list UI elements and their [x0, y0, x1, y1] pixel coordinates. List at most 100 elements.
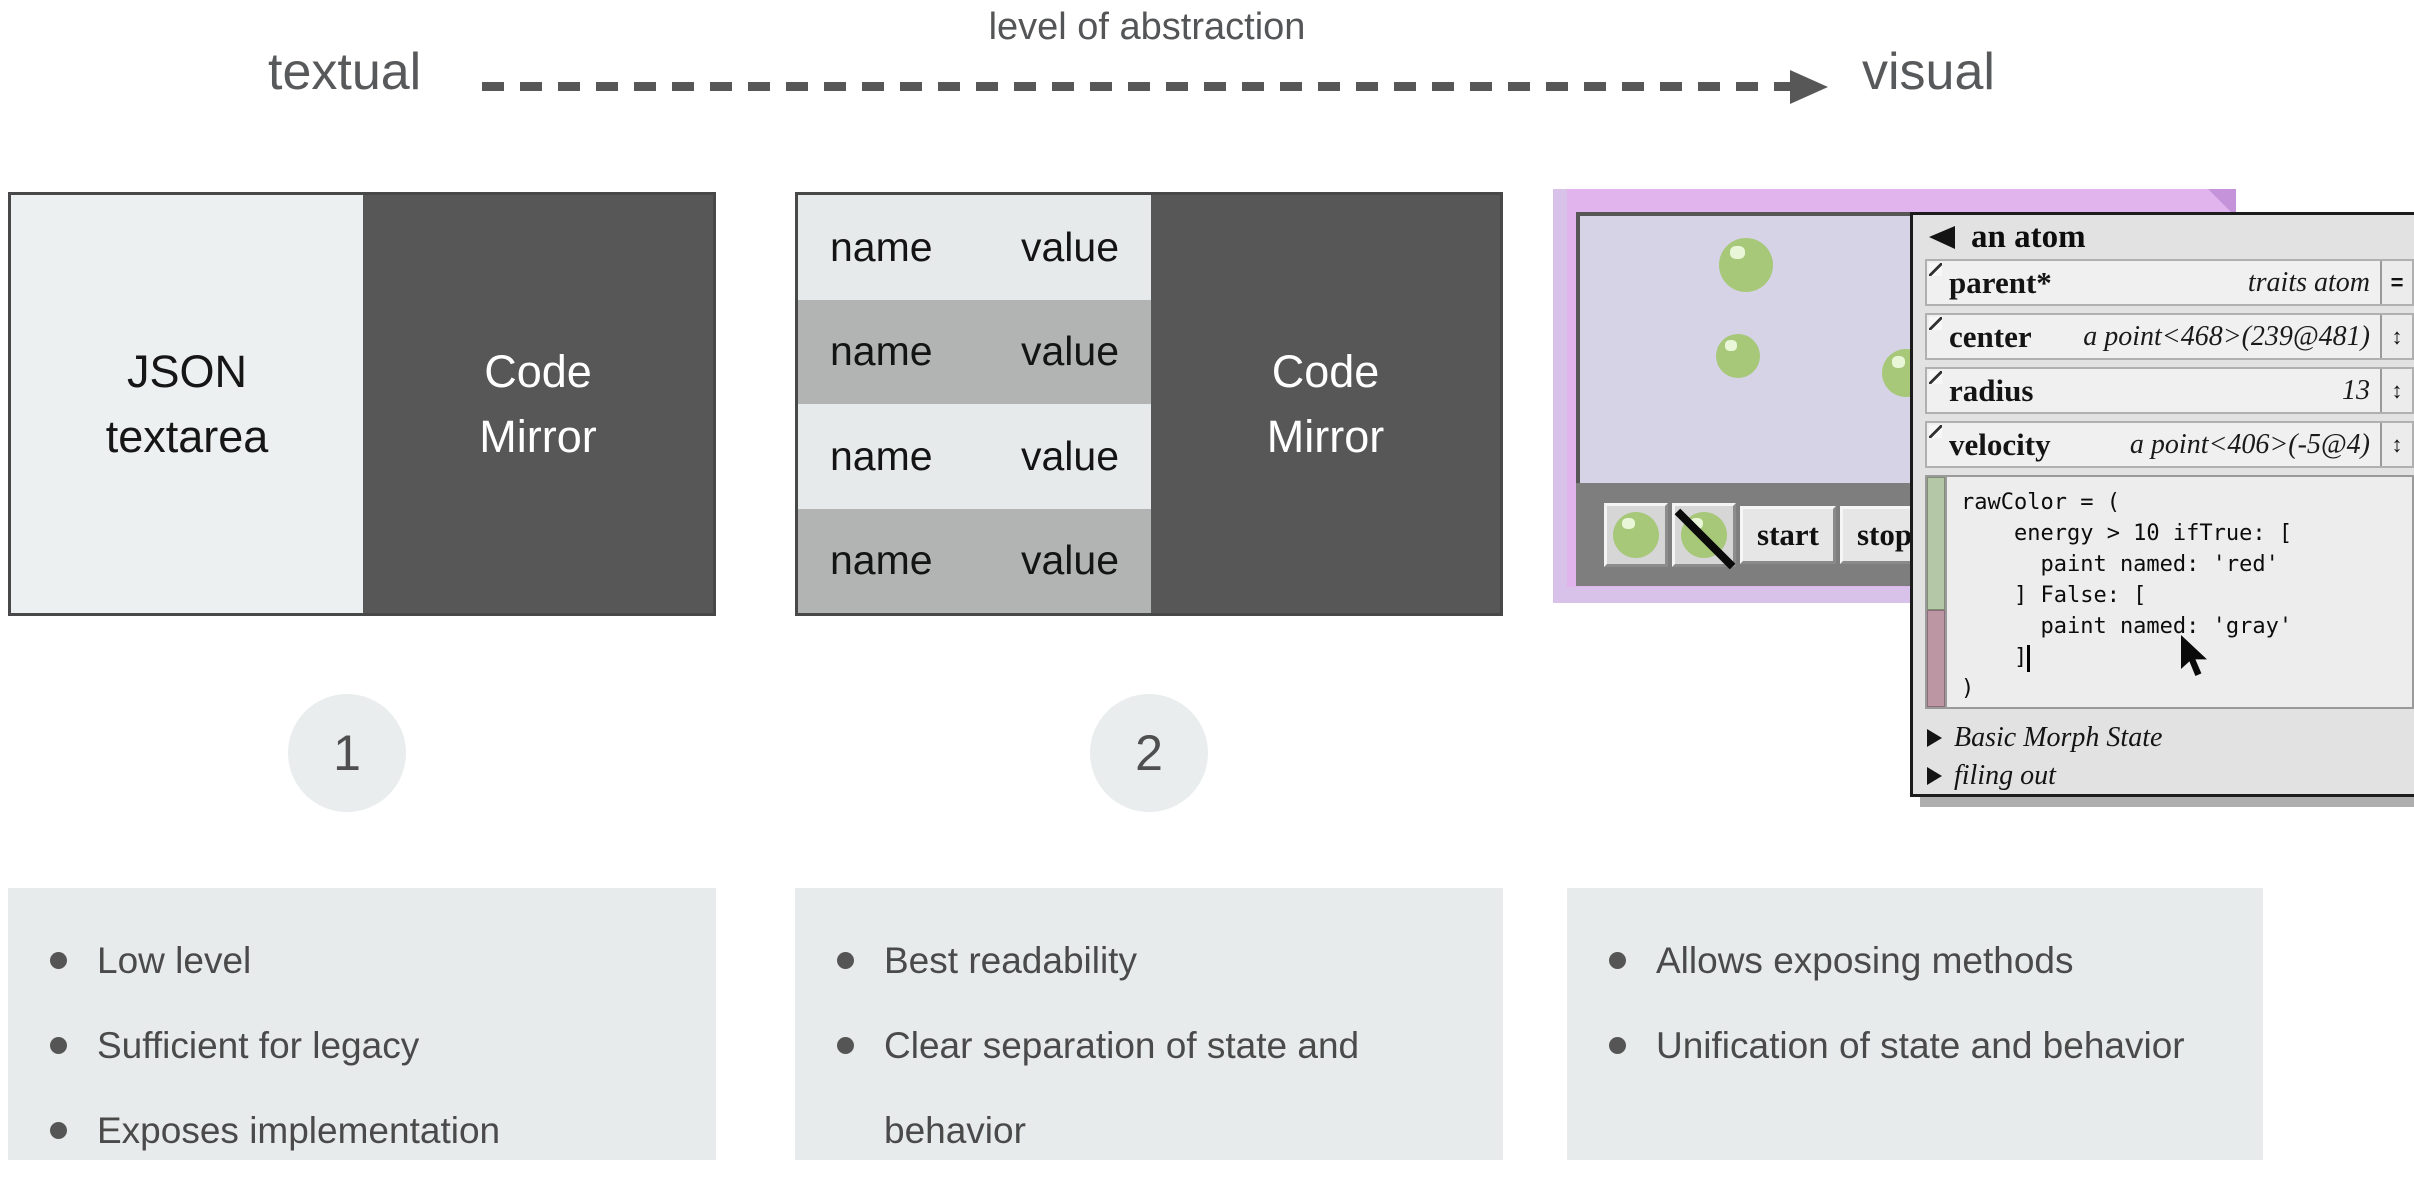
codemirror-label-2: Code Mirror [1266, 345, 1385, 462]
name-value-table: name value name value name value name va… [798, 195, 1151, 613]
atom-inspector-window: an atom parent* traits atom = center a p… [1910, 212, 2414, 797]
codemirror-label-1: Code Mirror [479, 345, 597, 462]
atom-highlight [1690, 517, 1704, 530]
expand-triangle-icon [1927, 767, 1942, 785]
list-item: Unification of state and behavior [1609, 1003, 2263, 1088]
option2-diagram: name value name value name value name va… [795, 192, 1503, 616]
slot-name: parent* [1949, 264, 2052, 300]
inspector-row-parent[interactable]: parent* traits atom = [1925, 259, 2414, 306]
section-label: Basic Morph State [1954, 722, 2163, 753]
bullet-text: Sufficient for legacy [97, 1025, 420, 1066]
bullet-icon [50, 1122, 67, 1139]
bullet-text: Allows exposing methods [1656, 940, 2074, 981]
cell-value: value [1020, 537, 1119, 584]
bullet-text: Unification of state and behavior [1656, 1025, 2185, 1066]
flag-icon [1929, 225, 1955, 249]
text-caret [2027, 645, 2030, 672]
inspector-title: an atom [1971, 218, 2086, 255]
table-row: name value [798, 508, 1151, 613]
option2-notes-panel: Best readability Clear separation of sta… [795, 888, 1503, 1160]
atom-morph[interactable] [1719, 238, 1773, 292]
slot-value: traits atom [2247, 266, 2370, 298]
axis-caption: level of abstraction [988, 6, 1306, 48]
inspector-row-center[interactable]: center a point<468>(239@481) ↕ [1925, 313, 2414, 360]
cell-name: name [830, 432, 933, 479]
option1-diagram: JSON textarea Code Mirror [8, 192, 716, 616]
json-textarea-label: JSON textarea [105, 345, 269, 462]
cell-name: name [830, 223, 933, 270]
table-row: name value [798, 195, 1151, 300]
option3-notes-panel: Allows exposing methods Unification of s… [1567, 888, 2263, 1160]
table-row: name value [798, 404, 1151, 509]
method-source-code[interactable]: rawColor = ( energy > 10 ifTrue: [ paint… [1961, 490, 2293, 701]
step-badge-2: 2 [1090, 694, 1208, 812]
list-item: Sufficient for legacy [50, 1003, 716, 1088]
list-item: Low level [50, 918, 716, 1003]
list-item: Allows exposing methods [1609, 918, 2263, 1003]
atom-highlight [1729, 245, 1745, 260]
start-button[interactable]: start [1740, 505, 1836, 564]
step-badge-1: 1 [288, 694, 406, 812]
bullet-icon [1609, 952, 1626, 969]
cell-value: value [1020, 432, 1119, 479]
bullet-icon [50, 952, 67, 969]
editor-scrollbar[interactable] [1927, 477, 1947, 707]
slot-value: 13 [2342, 374, 2370, 406]
method-code-editor[interactable]: rawColor = ( energy > 10 ifTrue: [ paint… [1925, 475, 2414, 709]
bullet-text: Low level [97, 940, 252, 981]
bullet-icon [1609, 1037, 1626, 1054]
list-item: Best readability [837, 918, 1503, 1003]
remove-atom-button[interactable] [1672, 502, 1736, 569]
slot-name: velocity [1949, 426, 2051, 462]
scrollbar-thumb-green[interactable] [1927, 477, 1945, 611]
mouse-cursor-icon [2181, 635, 2207, 676]
section-basic-morph-state[interactable]: Basic Morph State [1927, 719, 2414, 757]
pen-fold-icon [1929, 263, 1942, 276]
cell-value: value [1020, 328, 1119, 375]
section-filing-out[interactable]: filing out [1927, 757, 2414, 795]
stepper-button[interactable]: ↕ [2380, 423, 2412, 466]
bullet-list: Low level Sufficient for legacy Exposes … [8, 888, 716, 1173]
bullet-icon [837, 1037, 854, 1054]
bullet-text: Clear separation of state and behavior [884, 1025, 1360, 1151]
option1-notes-panel: Low level Sufficient for legacy Exposes … [8, 888, 716, 1160]
arrow-head-icon [1790, 70, 1828, 104]
abstraction-axis-dashed-line [482, 82, 1790, 91]
inspector-row-radius[interactable]: radius 13 ↕ [1925, 367, 2414, 414]
atom-icon [1613, 511, 1659, 558]
bullet-icon [50, 1037, 67, 1054]
stepper-button[interactable]: ↕ [2380, 315, 2412, 358]
list-item: Exposes implementation [50, 1088, 716, 1173]
inspector-titlebar[interactable]: an atom [1913, 215, 2414, 259]
pen-fold-icon [1929, 425, 1942, 438]
codemirror-pane-2: Code Mirror [1151, 195, 1500, 613]
slot-name: radius [1949, 372, 2034, 408]
cell-name: name [830, 537, 933, 584]
atom-highlight [1891, 355, 1906, 368]
pen-fold-icon [1929, 371, 1942, 384]
atom-morph[interactable] [1716, 334, 1760, 378]
cell-name: name [830, 328, 933, 375]
section-label: filing out [1954, 760, 2056, 791]
axis-right-label: visual [1862, 43, 1995, 101]
cell-value: value [1020, 223, 1119, 270]
bullet-text: Exposes implementation [97, 1110, 501, 1151]
stepper-button[interactable]: ↕ [2380, 369, 2412, 412]
add-atom-button[interactable] [1604, 502, 1668, 567]
bullet-list: Allows exposing methods Unification of s… [1567, 888, 2263, 1088]
slot-name: center [1949, 318, 2032, 354]
menu-button[interactable]: = [2380, 261, 2412, 304]
inspector-collapsed-sections: Basic Morph State filing out [1927, 719, 2414, 795]
bullet-icon [837, 952, 854, 969]
atom-highlight [1724, 340, 1738, 352]
slot-value: a point<468>(239@481) [2083, 320, 2370, 352]
list-item: Clear separation of state and behavior [837, 1003, 1503, 1173]
slot-value: a point<406>(-5@4) [2129, 428, 2370, 460]
atom-highlight [1622, 517, 1636, 530]
axis-left-label: textual [268, 43, 422, 101]
table-row: name value [798, 299, 1151, 404]
expand-triangle-icon [1927, 729, 1942, 747]
inspector-row-velocity[interactable]: velocity a point<406>(-5@4) ↕ [1925, 421, 2414, 468]
scrollbar-track-mauve[interactable] [1927, 610, 1945, 707]
